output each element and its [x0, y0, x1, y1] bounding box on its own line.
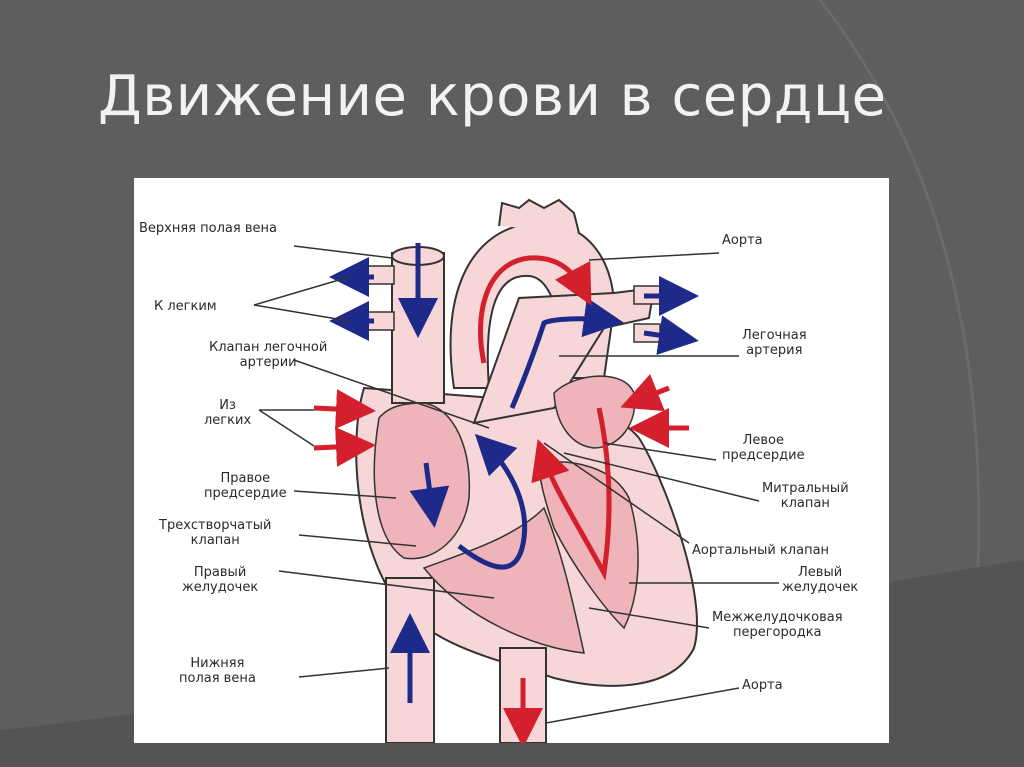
label-pulmonary-valve-line2: артерии [209, 355, 327, 370]
right-atrium-chamber [374, 403, 469, 559]
label-right-ventricle-line1: Правый [182, 565, 258, 580]
label-mitral-valve-line2: клапан [762, 496, 849, 511]
label-from-lungs: Из легких [204, 398, 251, 428]
label-tricuspid-valve: Трехстворчатый клапан [159, 518, 271, 548]
label-left-ventricle-line2: желудочек [782, 580, 858, 595]
label-left-atrium-line1: Левое [722, 433, 805, 448]
label-pulmonary-valve-line1: Клапан легочной [209, 340, 327, 355]
superior-vena-cava [362, 247, 444, 403]
label-right-ventricle-line2: желудочек [182, 580, 258, 595]
label-septum-line1: Межжелудочковая [712, 610, 843, 625]
label-right-ventricle: Правый желудочек [182, 565, 258, 595]
label-inferior-vena-cava: Нижняя полая вена [179, 656, 256, 686]
label-tricuspid-valve-line2: клапан [159, 533, 271, 548]
label-pulmonary-artery-line1: Легочная [742, 328, 807, 343]
label-left-ventricle-line1: Левый [782, 565, 858, 580]
label-from-lungs-line2: легких [204, 413, 251, 428]
label-septum-line2: перегородка [712, 625, 843, 640]
label-pulmonary-artery-line2: артерия [742, 343, 807, 358]
label-inferior-vena-cava-line2: полая вена [179, 671, 256, 686]
label-left-atrium: Левое предсердие [722, 433, 805, 463]
label-superior-vena-cava: Верхняя полая вена [139, 221, 277, 236]
label-pulmonary-artery: Легочная артерия [742, 328, 807, 358]
label-pulmonary-valve: Клапан легочной артерии [209, 340, 327, 370]
label-aortic-valve: Аортальный клапан [692, 543, 829, 558]
label-right-atrium-line1: Правое [204, 471, 287, 486]
label-septum: Межжелудочковая перегородка [712, 610, 843, 640]
label-inferior-vena-cava-line1: Нижняя [179, 656, 256, 671]
label-to-lungs: К легким [154, 299, 217, 314]
label-tricuspid-valve-line1: Трехстворчатый [159, 518, 271, 533]
label-from-lungs-line1: Из [204, 398, 251, 413]
heart-diagram: Верхняя полая вена К легким Клапан легоч… [134, 178, 889, 743]
label-mitral-valve-line1: Митральный [762, 481, 849, 496]
slide-title: Движение крови в сердце [98, 64, 887, 129]
label-aorta-top: Аорта [722, 233, 763, 248]
label-left-ventricle: Левый желудочек [782, 565, 858, 595]
label-right-atrium: Правое предсердие [204, 471, 287, 501]
label-right-atrium-line2: предсердие [204, 486, 287, 501]
label-mitral-valve: Митральный клапан [762, 481, 849, 511]
label-aorta-bottom: Аорта [742, 678, 783, 693]
label-left-atrium-line2: предсердие [722, 448, 805, 463]
